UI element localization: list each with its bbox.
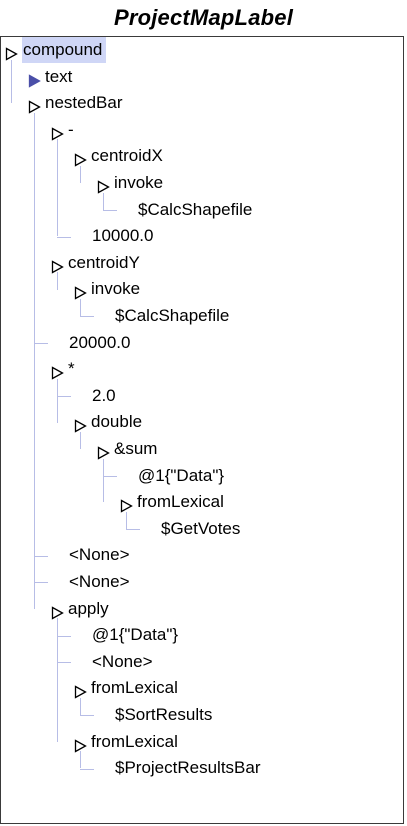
expand-arrow-icon[interactable] [74,149,87,167]
tree-guide-line [57,236,71,238]
tree-node-label: <None> [69,572,130,591]
expand-arrow-filled-icon[interactable] [28,70,41,88]
expand-arrow-icon[interactable] [74,415,87,433]
tree-guide-line [34,582,48,584]
tree-node-label: centroidX [91,146,163,166]
expand-arrow-icon[interactable] [51,602,64,620]
tree-node-label: invoke [114,173,164,192]
tree-node-label: nestedBar [45,93,123,113]
tree-node-label: 10000.0 [92,226,154,246]
tree-guide-line [57,139,58,237]
expand-arrow-icon[interactable] [5,43,18,61]
tree-guide-line [103,458,104,503]
tree-node-label: <None> [69,545,130,565]
tree-node-label: 20000.0 [69,332,131,352]
tree-guide-line [103,192,104,210]
expand-arrow-icon[interactable] [74,282,87,300]
expand-arrow-icon[interactable] [74,735,87,753]
expand-arrow-icon[interactable] [97,176,110,194]
tree-guide-line [57,396,71,398]
tree-node-label: apply [68,598,109,618]
tree-guide-line [57,378,58,423]
tree-guide-line [57,662,71,664]
tree-guide-line [34,112,35,609]
expand-arrow-icon[interactable] [51,256,64,274]
tree-node-label: $CalcShapefile [138,199,253,219]
expand-arrow-icon[interactable] [51,362,64,380]
tree-node-label: &sum [114,439,158,458]
tree-node-label: compound [22,37,107,63]
tree-guide-line [57,618,58,742]
expand-arrow-icon[interactable] [74,681,87,699]
tree-guide-line [126,511,127,530]
tree-node-label: fromLexical [137,492,224,512]
tree-guide-line [34,342,48,344]
tree-guide-line [103,475,117,477]
tree-title: ProjectMapLabel [113,5,294,30]
tree-guide-line [80,715,94,717]
tree-guide-line [126,529,140,531]
tree-node-label: $CalcShapefile [115,306,230,325]
tree-node-label: fromLexical [91,678,178,698]
tree-guide-line [80,698,81,716]
tree-node-label: @1{"Data"} [138,465,225,485]
tree-guide-line [80,316,94,318]
tree-guide-line [80,768,94,770]
tree-guide-line [11,59,12,104]
tree-node-label: $GetVotes [161,518,241,538]
expand-arrow-icon[interactable] [28,96,41,114]
tree-node-label: * [68,359,75,379]
expand-arrow-icon[interactable] [97,442,110,460]
tree-node-label: $ProjectResultsBar [115,758,261,778]
tree-guide-line [80,751,81,769]
tree-guide-line [57,272,58,290]
tree-view[interactable]: compound text nestedBar -centroidX invoke $Ca… [0,36,404,824]
tree-node-label: $SortResults [115,705,213,724]
tree-node-label: text [45,66,73,86]
tree-node-label: - [68,119,74,139]
tree-guide-line [80,299,81,317]
tree-node-label: centroidY [68,252,140,272]
tree-guide-line [80,166,81,184]
expand-arrow-icon[interactable] [120,495,133,513]
tree-guide-line [103,209,117,211]
expand-arrow-icon[interactable] [51,123,64,141]
tree-node-label: <None> [92,651,153,671]
tree-guide-line [34,555,48,557]
tree-guide-line [57,635,71,637]
tree-node-label: 2.0 [92,385,116,405]
tree-node-label: @1{"Data"} [92,625,179,645]
tree-guide-line [80,432,81,450]
tree-node-label: invoke [91,279,141,299]
tree-node-label: fromLexical [91,731,178,751]
tree-node-label: double [91,412,143,432]
